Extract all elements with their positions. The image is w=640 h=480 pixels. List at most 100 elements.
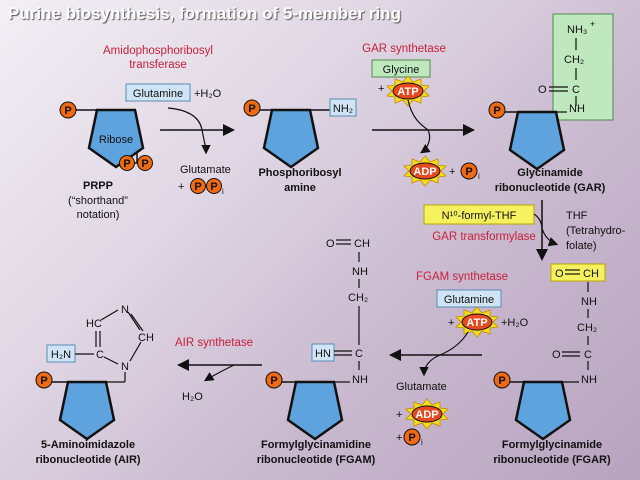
enzyme-gar-transformylase: GAR transformylase: [432, 231, 536, 243]
carbonyl-oxygen: O: [538, 84, 547, 96]
amide-nh: NH: [352, 266, 368, 278]
charge: +: [590, 19, 595, 29]
ppi-circle: [206, 178, 222, 194]
plus-sign: +: [396, 432, 402, 444]
formyl-ch: CH: [583, 268, 599, 280]
air-label: ribonucleotide (AIR): [35, 454, 140, 466]
plus-sign: +: [178, 181, 184, 193]
enzyme-amidophosphoribosyl-transferase: Amidophosphoribosyl: [103, 45, 213, 57]
phosphate-label: P: [64, 105, 71, 117]
enzyme-air-synthetase: AIR synthetase: [175, 337, 253, 349]
gar-label: ribonucleotide (GAR): [495, 182, 606, 194]
fgam-label: Formylglycinamidine: [261, 439, 371, 451]
step-3-reaction: N¹⁰-formyl-THF GAR transformylase THF (T…: [423, 200, 626, 261]
pi-subscript: i: [222, 187, 224, 196]
phosphoribosylamine-label: amine: [284, 182, 316, 194]
phosphate-circle: [59, 101, 77, 119]
phosphate-circle: [243, 99, 261, 117]
enzyme-amidophosphoribosyl-transferase: transferase: [129, 59, 187, 71]
ribose-pentagon: [508, 110, 566, 171]
imidazole-ch: CH: [138, 332, 154, 344]
phosphoribosylamine-label: Phosphoribosyl: [258, 167, 341, 179]
shorthand-note: (“shorthand”: [68, 195, 128, 207]
amine-box: NH₂: [333, 103, 353, 115]
methylene-group: CH₂: [348, 292, 368, 304]
prpp-molecule: P Ribose P P PRPP (“shorthand” notation): [59, 101, 153, 221]
formyl-highlight: [550, 263, 606, 282]
imidazole-hc: HC: [86, 318, 102, 330]
step-2-reaction: GAR synthetase Glycine + ATP ADP + P i: [362, 43, 480, 187]
carbonyl-carbon: C: [572, 84, 580, 96]
adp-label: ADP: [415, 409, 438, 421]
phosphate-label: P: [248, 103, 255, 115]
atp-label: ATP: [397, 86, 418, 98]
air-label: 5-Aminoimidazole: [41, 439, 135, 451]
phosphate-circle: [265, 371, 283, 389]
prpp-label: PRPP: [83, 180, 113, 192]
step-5-reaction: AIR synthetase H₂O: [175, 337, 262, 403]
phosphate-circle: [137, 155, 153, 171]
formyl-ch: CH: [354, 238, 370, 250]
carbonyl-oxygen: O: [552, 349, 561, 361]
fgar-label: ribonucleotide (FGAR): [493, 454, 611, 466]
adp-label: ADP: [413, 166, 436, 178]
imidazole-c: C: [96, 349, 104, 361]
amidine-nh-box: HN: [315, 348, 331, 360]
phosphate-label: P: [141, 158, 148, 170]
water-product: H₂O: [182, 391, 203, 403]
phosphoribosylamine-molecule: P NH₂ Phosphoribosyl amine: [243, 98, 357, 194]
amidine-nh: NH: [352, 374, 368, 386]
glutamine-box: Glutamine: [444, 294, 494, 306]
phosphate-circle: [488, 101, 506, 119]
enzyme-fgam-synthetase: FGAM synthetase: [416, 271, 508, 283]
glycine-highlight: [552, 13, 614, 121]
fgam-molecule: O CH NH CH₂ HN C NH P Formylglycinamidin…: [257, 238, 376, 466]
thf-product: folate): [566, 240, 597, 252]
pi-label: P: [408, 432, 415, 444]
fgar-label: Formylglycinamide: [502, 439, 602, 451]
shorthand-note: notation): [77, 209, 120, 221]
gar-label: Glycinamide: [517, 167, 582, 179]
step-4-reaction: FGAM synthetase Glutamine + ATP +H₂O Glu…: [389, 271, 529, 447]
ppi-label: P: [194, 181, 201, 193]
glutamate-product: Glutamate: [180, 164, 231, 176]
water-reactant: +H₂O: [194, 88, 222, 100]
ribose-label: Ribose: [99, 134, 133, 146]
fgam-label: ribonucleotide (FGAM): [257, 454, 376, 466]
fgar-molecule: O CH NH CH₂ C O NH P Formylglycinamide r…: [493, 263, 611, 466]
pi-subscript: i: [478, 172, 480, 181]
plus-sign: +: [396, 409, 402, 421]
phosphate-circle: [35, 371, 53, 389]
ppi-label: P: [210, 181, 217, 193]
phosphate-label: P: [493, 105, 500, 117]
ammonium-group: NH₃: [567, 24, 587, 36]
step-1-reaction: Amidophosphoribosyl transferase Glutamin…: [103, 45, 235, 196]
plus-sign: +: [449, 166, 455, 178]
methylene-group: CH₂: [564, 54, 584, 66]
gar-molecule: NH₃ + CH₂ C O NH P Glycinamide ribonucle…: [488, 13, 614, 194]
ribose-pentagon: [286, 380, 344, 441]
amide-nh: NH: [581, 296, 597, 308]
phosphate-label: P: [123, 158, 130, 170]
glycine-box: Glycine: [383, 64, 420, 76]
ribose-pentagon: [514, 380, 572, 441]
phosphate-circle: [493, 371, 511, 389]
amide-nh: NH: [581, 374, 597, 386]
pi-circle: [460, 162, 478, 180]
pi-label: P: [465, 166, 472, 178]
thf-product: THF: [566, 210, 588, 222]
amidine-carbon: C: [355, 348, 363, 360]
ribose-pentagon: [58, 380, 116, 441]
atp-label: ATP: [466, 317, 487, 329]
plus-sign: +: [448, 317, 454, 329]
amide-nh: NH: [569, 103, 585, 115]
imidazole-n: N: [121, 304, 129, 316]
phosphate-label: P: [498, 375, 505, 387]
thf-product: (Tetrahydro-: [566, 225, 626, 237]
air-molecule: N HC CH C N H₂N P 5-Aminoimidazole ribon…: [35, 304, 153, 466]
formyl-oxygen: O: [555, 268, 564, 280]
imidazole-n1: N: [121, 361, 129, 373]
phosphate-label: P: [40, 375, 47, 387]
